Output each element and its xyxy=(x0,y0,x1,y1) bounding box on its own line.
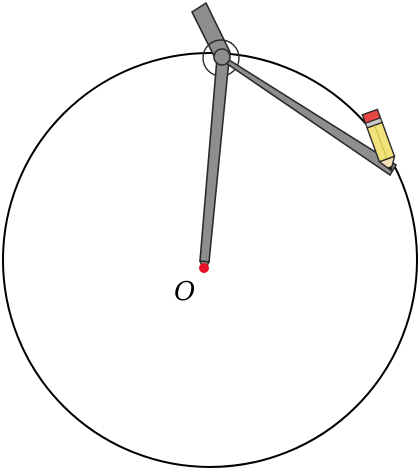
compass-hinge-knob xyxy=(214,49,230,65)
center-label: O xyxy=(174,277,195,307)
compass-needle-leg xyxy=(200,58,229,262)
compass-icon xyxy=(192,3,399,272)
center-point xyxy=(199,263,209,273)
